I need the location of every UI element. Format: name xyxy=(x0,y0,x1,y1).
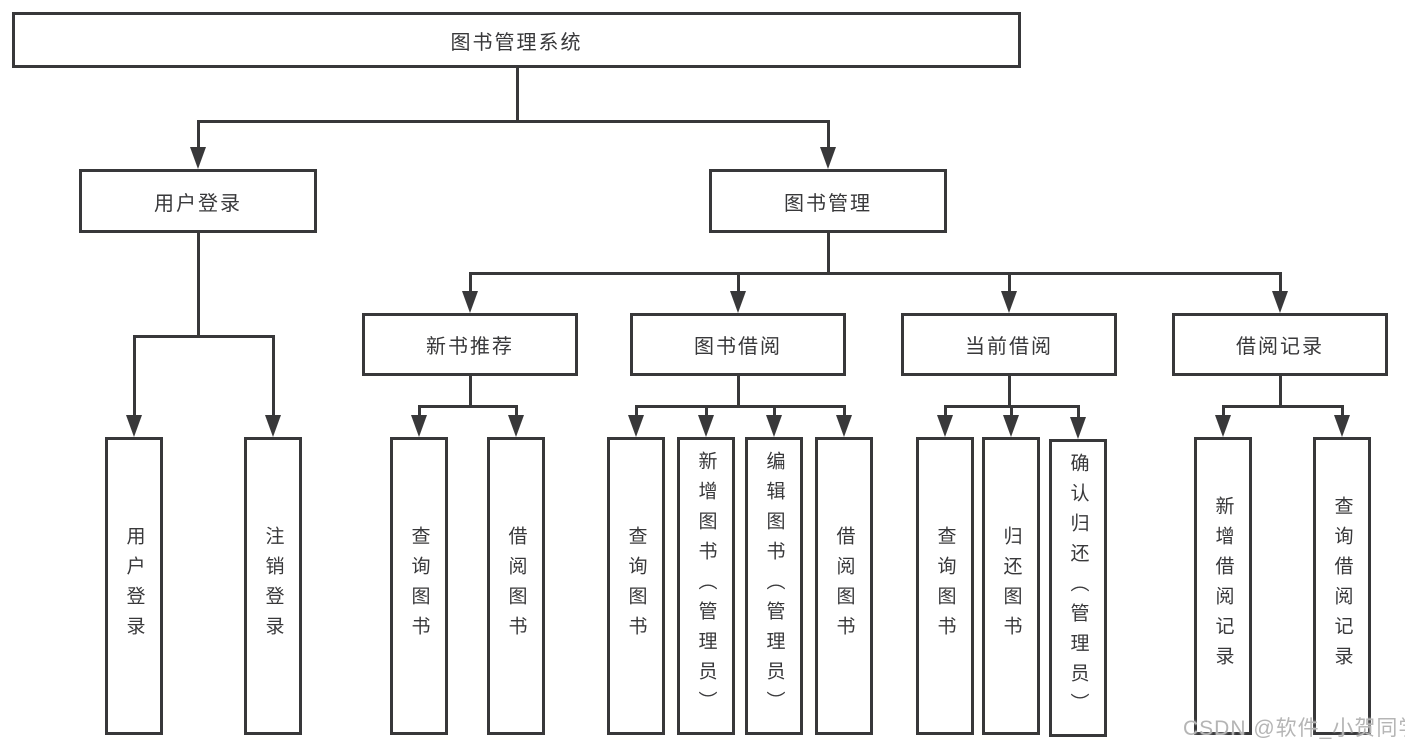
connector-line xyxy=(1222,405,1344,408)
arrow-down-icon xyxy=(508,415,524,437)
leaf-label: 查询图书 xyxy=(408,526,430,646)
connector-line xyxy=(737,376,740,408)
connector-line xyxy=(635,405,846,408)
leaf-label: 查询图书 xyxy=(625,526,647,646)
node-borrowing-records: 借阅记录 xyxy=(1172,313,1388,376)
connector-line xyxy=(773,405,776,419)
arrow-down-icon xyxy=(190,147,206,169)
connector-line xyxy=(1008,376,1011,408)
leaf-label: 查询图书 xyxy=(934,526,956,646)
leaf-label: 查询借阅记录 xyxy=(1331,496,1353,676)
leaf-label: 新增借阅记录 xyxy=(1212,496,1234,676)
connector-line xyxy=(1222,405,1225,419)
arrow-down-icon xyxy=(836,415,852,437)
connector-line xyxy=(469,376,472,408)
arrow-down-icon xyxy=(1215,415,1231,437)
connector-line xyxy=(515,405,518,419)
connector-line xyxy=(705,405,708,419)
arrow-down-icon xyxy=(265,415,281,437)
leaf-bb-edit-books-admin: 编辑图书（管理员） xyxy=(745,437,803,735)
connector-line xyxy=(944,405,947,419)
leaf-bb-add-books-admin: 新增图书（管理员） xyxy=(677,437,735,735)
arrow-down-icon xyxy=(462,291,478,313)
leaf-label: 注销登录 xyxy=(262,526,284,646)
connector-line xyxy=(133,335,136,417)
leaf-label: 编辑图书（管理员） xyxy=(763,451,785,721)
connector-line xyxy=(197,120,830,123)
leaf-label: 新增图书（管理员） xyxy=(695,451,717,721)
node-root: 图书管理系统 xyxy=(12,12,1021,68)
node-new-book-recommend: 新书推荐 xyxy=(362,313,578,376)
node-book-borrowing: 图书借阅 xyxy=(630,313,846,376)
arrow-down-icon xyxy=(730,291,746,313)
arrow-down-icon xyxy=(1003,415,1019,437)
arrow-down-icon xyxy=(698,415,714,437)
leaf-label: 用户登录 xyxy=(123,526,145,646)
leaf-bb-query-books: 查询图书 xyxy=(607,437,665,735)
connector-line xyxy=(737,272,740,294)
leaf-cb-query-books: 查询图书 xyxy=(916,437,974,735)
connector-line xyxy=(1077,405,1080,419)
connector-line xyxy=(1341,405,1344,419)
connector-line xyxy=(1010,405,1013,419)
leaf-label: 借阅图书 xyxy=(505,526,527,646)
connector-line xyxy=(516,67,519,123)
node-book-management: 图书管理 xyxy=(709,169,947,233)
connector-line xyxy=(272,335,275,417)
arrow-down-icon xyxy=(1001,291,1017,313)
node-current-borrowing: 当前借阅 xyxy=(901,313,1117,376)
leaf-br-add-record: 新增借阅记录 xyxy=(1194,437,1252,735)
connector-line xyxy=(1279,376,1282,408)
arrow-down-icon xyxy=(820,147,836,169)
connector-line xyxy=(469,272,1282,275)
connector-line xyxy=(1279,272,1282,294)
arrow-down-icon xyxy=(1334,415,1350,437)
node-user-login: 用户登录 xyxy=(79,169,317,233)
leaf-cb-confirm-return-admin: 确认归还（管理员） xyxy=(1049,439,1107,737)
arrow-down-icon xyxy=(1272,291,1288,313)
connector-line xyxy=(197,120,200,150)
arrow-down-icon xyxy=(937,415,953,437)
arrow-down-icon xyxy=(766,415,782,437)
leaf-label: 归还图书 xyxy=(1000,526,1022,646)
connector-line xyxy=(1008,272,1011,294)
connector-line xyxy=(469,272,472,294)
leaf-logout: 注销登录 xyxy=(244,437,302,735)
connector-line xyxy=(197,233,200,338)
arrow-down-icon xyxy=(126,415,142,437)
arrow-down-icon xyxy=(411,415,427,437)
connector-line xyxy=(418,405,421,419)
leaf-user-login: 用户登录 xyxy=(105,437,163,735)
arrow-down-icon xyxy=(628,415,644,437)
connector-line xyxy=(133,335,275,338)
connector-line xyxy=(827,120,830,150)
watermark: CSDN @软件_小贺同学 xyxy=(1183,717,1405,740)
leaf-label: 确认归还（管理员） xyxy=(1067,453,1089,723)
leaf-nb-query-books: 查询图书 xyxy=(390,437,448,735)
connector-line xyxy=(635,405,638,419)
leaf-label: 借阅图书 xyxy=(833,526,855,646)
connector-line xyxy=(843,405,846,419)
leaf-br-query-record: 查询借阅记录 xyxy=(1313,437,1371,735)
leaf-cb-return-books: 归还图书 xyxy=(982,437,1040,735)
connector-line xyxy=(827,233,830,275)
connector-line xyxy=(418,405,518,408)
arrow-down-icon xyxy=(1070,417,1086,439)
leaf-bb-borrow-books: 借阅图书 xyxy=(815,437,873,735)
leaf-nb-borrow-books: 借阅图书 xyxy=(487,437,545,735)
